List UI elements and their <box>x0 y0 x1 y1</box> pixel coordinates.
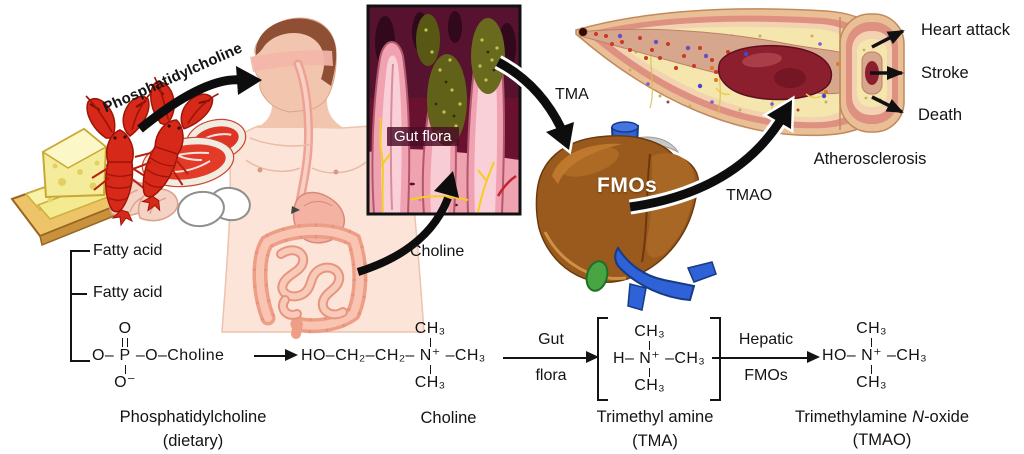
phosphate-oxygen-bottom: O⁻ <box>114 374 136 391</box>
fatty-acid-1-label: Fatty acid <box>93 242 163 259</box>
hepatic-arrow-bottom-label: FMOs <box>744 367 788 385</box>
single-bond <box>429 338 431 347</box>
tmao-ch3-top: CH₃ <box>856 320 887 337</box>
fatty-acid-2-label: Fatty acid <box>93 284 163 301</box>
phosphatidylcholine-structure: O– O P O⁻ –O–Choline <box>92 321 224 391</box>
tmao-structure: HO– CH₃ N⁺ CH₃ –CH₃ <box>822 321 927 391</box>
single-bond <box>871 365 873 374</box>
phosphate-left: O– <box>92 347 115 364</box>
choline-structure: HO–CH₂–CH₂– CH₃ N⁺ CH₃ –CH₃ <box>301 321 486 391</box>
choline-n-column: CH₃ N⁺ CH₃ <box>415 321 446 391</box>
tmao-nitrogen: N⁺ <box>861 347 882 364</box>
atherosclerosis-label: Atherosclerosis <box>813 150 927 168</box>
tma-nitrogen: N⁺ <box>639 350 661 367</box>
tmao-subname: (TMAO) <box>852 431 912 449</box>
tma-subname: (TMA) <box>632 432 678 450</box>
double-bond <box>122 338 128 347</box>
tmao-arrow <box>628 95 795 215</box>
tmao-name-post: -oxide <box>924 408 970 426</box>
phosphorus-atom: P <box>119 347 131 364</box>
hepatic-arrow-top-label: Hepatic <box>738 331 794 348</box>
tma-n-column: CH₃ N⁺ CH₃ <box>634 324 665 394</box>
single-bond <box>871 338 873 347</box>
tmao-name-pre: Trimethylamine <box>794 408 908 426</box>
outcome-death: Death <box>918 106 963 124</box>
tmao-ch3-bottom: CH₃ <box>856 374 887 391</box>
gut-flora-inset-illustration <box>366 4 522 216</box>
artery-illustration <box>575 8 905 137</box>
liver-illustration <box>535 121 717 311</box>
outcome-arrows <box>870 29 905 114</box>
phosphate-right: –O–Choline <box>135 347 225 364</box>
single-bond <box>429 365 431 374</box>
choline-ch3-bottom: CH₃ <box>414 374 446 391</box>
glycerol-backbone-bracket <box>70 250 90 362</box>
choline-arrow-label: Choline <box>410 243 465 260</box>
gut-flora-label: Gut flora <box>387 127 459 147</box>
phosphate-oxygen-top: O <box>118 320 132 337</box>
gut-flora-reaction-arrow: Gut flora <box>503 331 599 385</box>
tma-name: Trimethyl amine <box>596 408 714 426</box>
flow-arrows <box>137 29 905 276</box>
tma-ch3-top: CH₃ <box>634 323 666 340</box>
outcome-heart-attack: Heart attack <box>921 21 1010 39</box>
choline-nitrogen: N⁺ <box>419 347 441 364</box>
choline-right: –CH₃ <box>445 347 486 364</box>
foods-illustration <box>10 72 251 247</box>
phosphate-column: O P O⁻ <box>114 321 136 391</box>
tmao-left: HO– <box>822 347 857 364</box>
tma-arrow <box>494 55 578 155</box>
arrow-line <box>503 350 599 364</box>
choline-ch3-top: CH₃ <box>414 320 446 337</box>
phosphatidylcholine-name: Phosphatidylcholine <box>119 408 267 426</box>
reaction-arrow-1 <box>254 347 298 363</box>
tmao-right: –CH₃ <box>886 347 928 364</box>
tma-arrow-label: TMA <box>555 86 589 103</box>
outcome-stroke: Stroke <box>921 64 969 82</box>
food-to-mouth-arrow <box>137 66 262 133</box>
hepatic-fmos-reaction-arrow: Hepatic FMOs <box>712 331 820 385</box>
tma-ch3-bottom: CH₃ <box>634 377 666 394</box>
liver-fmos-label: FMOs <box>597 174 658 197</box>
gut-flora-arrow-bottom-label: flora <box>535 367 567 385</box>
choline-name: Choline <box>420 409 477 427</box>
choline-arrow <box>356 171 459 276</box>
tma-left: H– <box>613 350 635 367</box>
choline-left: HO–CH₂–CH₂– <box>301 347 415 364</box>
single-bond <box>124 365 126 374</box>
gut-flora-arrow-top-label: Gut <box>538 331 564 348</box>
arrow-line <box>712 350 820 364</box>
tma-right: –CH₃ <box>665 350 706 367</box>
phosphatidylcholine-subname: (dietary) <box>162 432 224 450</box>
tmao-arrow-label: TMAO <box>726 187 773 204</box>
tmao-n-column: CH₃ N⁺ CH₃ <box>856 321 887 391</box>
single-bond <box>649 341 651 350</box>
single-bond <box>649 368 651 377</box>
left-bracket <box>597 317 608 401</box>
tmao-name-n: N <box>912 408 925 426</box>
tma-structure: H– CH₃ N⁺ CH₃ –CH₃ <box>597 317 722 401</box>
